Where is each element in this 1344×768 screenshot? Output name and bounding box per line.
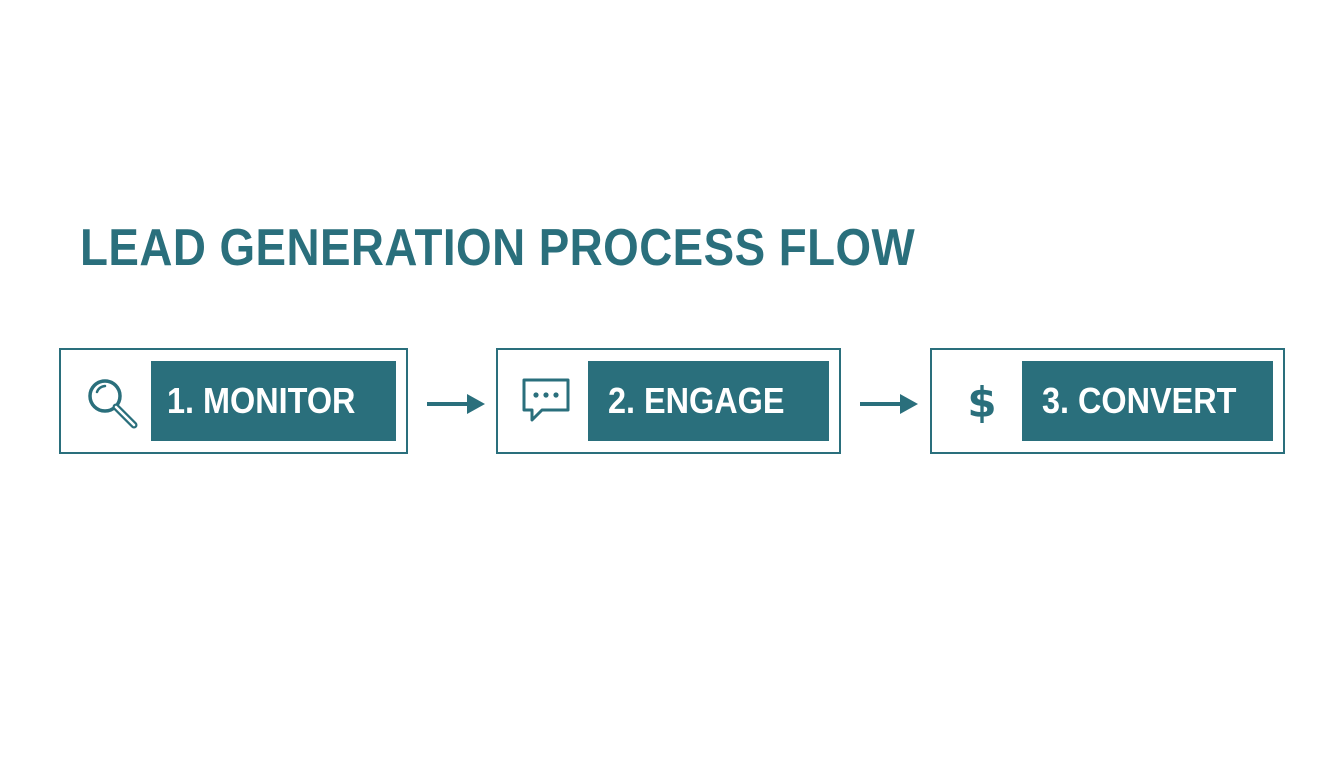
magnifier-icon [83, 374, 139, 430]
chat-bubble-icon [520, 374, 576, 430]
dollar-icon: $ [954, 374, 1010, 430]
dollar-glyph: $ [967, 377, 997, 427]
step-convert: $ 3. CONVERT [930, 348, 1285, 454]
step-label-box: 2. ENGAGE [588, 361, 829, 441]
arrow-right-icon [427, 391, 485, 417]
step-label: 2. ENGAGE [608, 380, 785, 421]
step-engage: 2. ENGAGE [496, 348, 841, 454]
diagram-title: LEAD GENERATION PROCESS FLOW [80, 219, 916, 277]
step-label-box: 1. MONITOR [151, 361, 396, 441]
arrow-right-icon [860, 391, 918, 417]
step-label-box: 3. CONVERT [1022, 361, 1273, 441]
step-monitor: 1. MONITOR [59, 348, 408, 454]
step-label: 3. CONVERT [1042, 380, 1237, 421]
step-label: 1. MONITOR [167, 380, 356, 421]
